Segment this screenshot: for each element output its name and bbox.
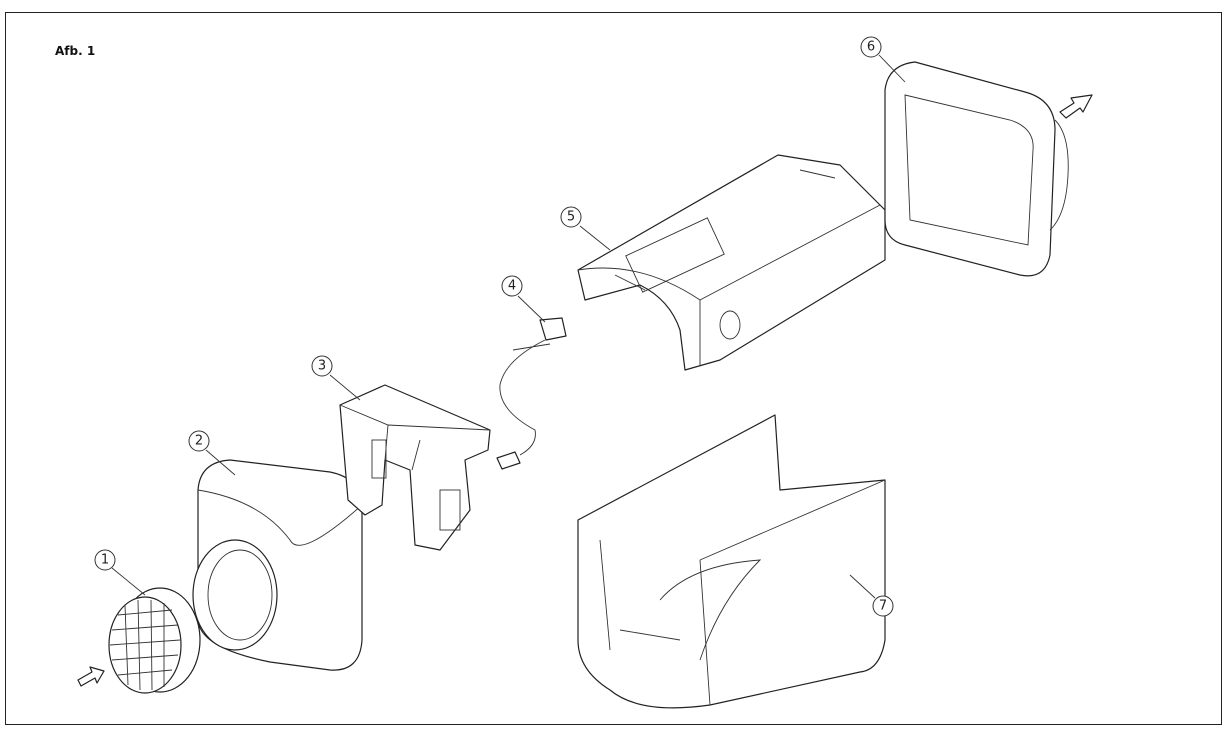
part-1-intake-grille (108, 587, 201, 694)
svg-text:3: 3 (318, 359, 326, 374)
svg-text:7: 7 (879, 599, 887, 614)
part-2-front-housing (192, 459, 363, 671)
airflow-in-arrow-icon (77, 666, 105, 687)
part-5-top-cover (577, 154, 886, 371)
figure-caption: Afb. 1 (55, 44, 96, 58)
part-7-bottom-tray (577, 414, 886, 709)
callout-4: 4 (501, 275, 523, 297)
svg-text:1: 1 (101, 553, 109, 568)
callout-3: 3 (311, 355, 333, 377)
airflow-out-arrow-icon (1059, 94, 1093, 119)
callout-1: 1 (94, 549, 116, 571)
part-6-outlet-housing (884, 61, 1069, 277)
leader-lines (111, 54, 906, 599)
callout-2: 2 (188, 430, 210, 452)
svg-text:6: 6 (867, 40, 875, 55)
part-3-bracket-assembly (339, 384, 491, 551)
callout-7: 7 (872, 595, 894, 617)
part-4-sensor-cable (496, 317, 567, 470)
svg-text:5: 5 (567, 210, 575, 225)
svg-text:2: 2 (195, 434, 203, 449)
figure-frame (5, 12, 1222, 725)
callout-5: 5 (560, 206, 582, 228)
callout-6: 6 (860, 36, 882, 58)
svg-text:4: 4 (508, 279, 516, 294)
